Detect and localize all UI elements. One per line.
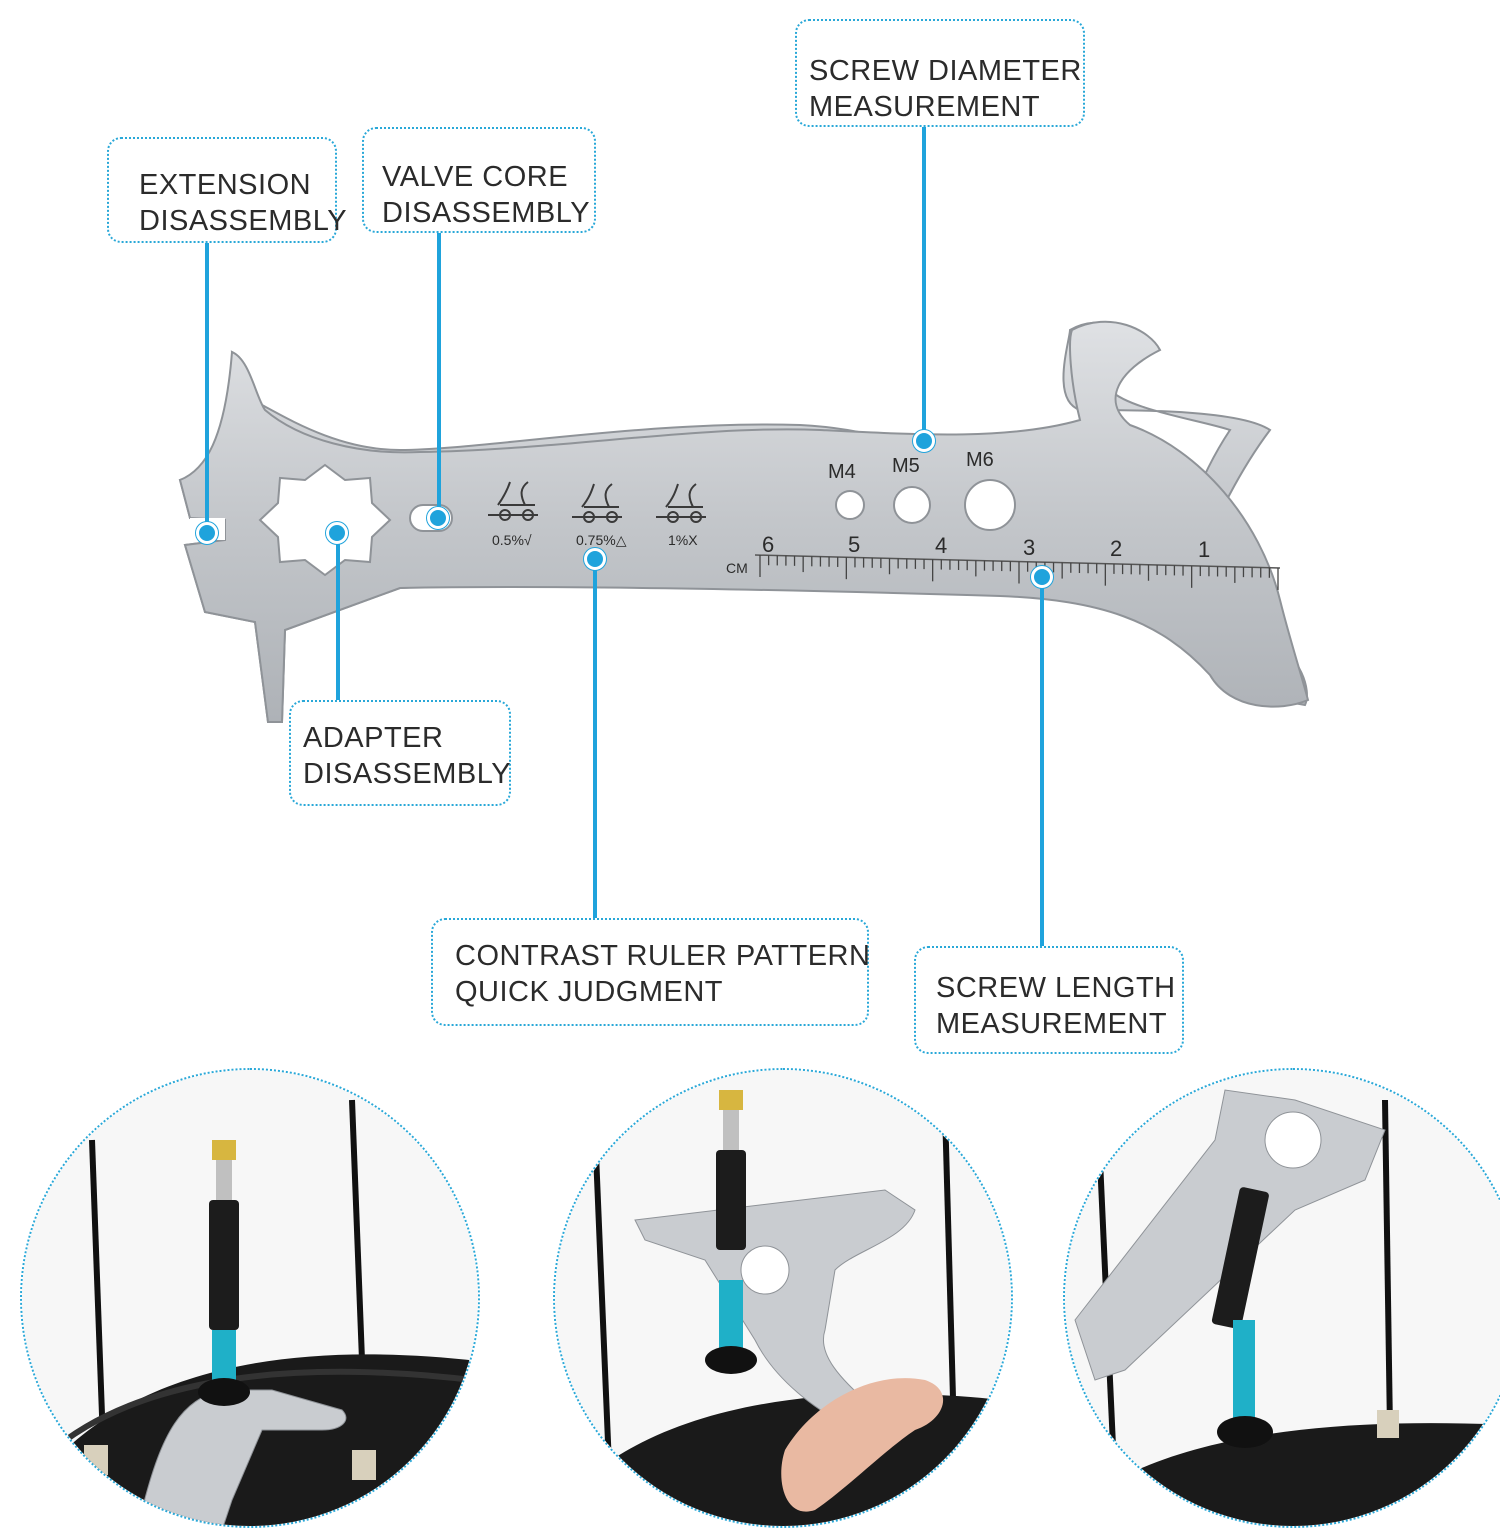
pointer-dot-contrast-ruler bbox=[584, 548, 606, 570]
leader-screw-diameter bbox=[922, 127, 926, 432]
m5-hole bbox=[893, 486, 931, 524]
leader-screw-length bbox=[1040, 578, 1044, 946]
pointer-dot-extension bbox=[196, 522, 218, 544]
callout-adapter-disassembly: ADAPTER DISASSEMBLY bbox=[289, 700, 511, 806]
callout-diameter-line1: SCREW DIAMETER bbox=[809, 55, 1082, 87]
callout-length-line1: SCREW LENGTH bbox=[936, 972, 1176, 1004]
usage-photo-adapter bbox=[1063, 1068, 1500, 1528]
wear-label-1: 1%X bbox=[668, 532, 698, 548]
usage-photo-valve-core bbox=[553, 1068, 1013, 1528]
callout-contrast-line1: CONTRAST RULER PATTERN bbox=[455, 940, 871, 972]
pointer-dot-adapter bbox=[326, 522, 348, 544]
ruler-num-1: 1 bbox=[1198, 537, 1210, 562]
callout-length-line2: MEASUREMENT bbox=[936, 1008, 1168, 1040]
callout-screw-length: SCREW LENGTH MEASUREMENT bbox=[914, 946, 1184, 1054]
usage-photo-extension bbox=[20, 1068, 480, 1528]
callout-valve-line1: VALVE CORE bbox=[382, 161, 569, 193]
ruler-num-4: 4 bbox=[935, 533, 947, 558]
callout-valve-core-disassembly: VALVE CORE DISASSEMBLY bbox=[362, 127, 596, 233]
adapter-star-hole bbox=[258, 463, 392, 577]
callout-diameter-line2: MEASUREMENT bbox=[809, 91, 1041, 123]
ruler-baseline bbox=[754, 554, 1281, 569]
ruler-num-3: 3 bbox=[1023, 535, 1035, 560]
callout-screw-diameter: SCREW DIAMETER MEASUREMENT bbox=[795, 19, 1085, 127]
pointer-dot-screw-diameter bbox=[913, 430, 935, 452]
callout-contrast-ruler: CONTRAST RULER PATTERN QUICK JUDGMENT bbox=[431, 918, 871, 1026]
m4-hole bbox=[835, 490, 865, 520]
m6-hole bbox=[964, 479, 1016, 531]
tool-plate bbox=[178, 320, 1310, 723]
leader-contrast-ruler bbox=[593, 560, 597, 918]
leader-extension bbox=[205, 243, 209, 528]
callout-adapter-line2: DISASSEMBLY bbox=[303, 758, 512, 790]
leader-adapter bbox=[336, 533, 340, 700]
callout-extension-line1: EXTENSION bbox=[139, 169, 312, 201]
callout-extension-disassembly: EXTENSION DISASSEMBLY bbox=[107, 137, 348, 243]
ruler-num-2: 2 bbox=[1110, 536, 1122, 561]
callout-contrast-line2: QUICK JUDGMENT bbox=[455, 976, 723, 1008]
m5-label: M5 bbox=[892, 455, 920, 477]
ruler-num-5: 5 bbox=[848, 532, 860, 557]
callout-extension-line2: DISASSEMBLY bbox=[139, 205, 348, 237]
leader-valve-core bbox=[437, 233, 441, 515]
wear-label-075: 0.75%△ bbox=[576, 532, 627, 548]
m4-label: M4 bbox=[828, 461, 856, 483]
pointer-dot-valve-core bbox=[427, 507, 449, 529]
chain-wear-icons bbox=[488, 481, 706, 523]
callout-valve-line2: DISASSEMBLY bbox=[382, 197, 591, 229]
m6-label: M6 bbox=[966, 449, 994, 471]
pointer-dot-screw-length bbox=[1031, 566, 1053, 588]
wear-label-05: 0.5%√ bbox=[492, 532, 532, 548]
ruler-num-6: 6 bbox=[762, 532, 774, 557]
ruler-ticks bbox=[759, 555, 1279, 590]
ruler-unit: CM bbox=[726, 560, 748, 576]
callout-adapter-line1: ADAPTER bbox=[303, 722, 444, 754]
